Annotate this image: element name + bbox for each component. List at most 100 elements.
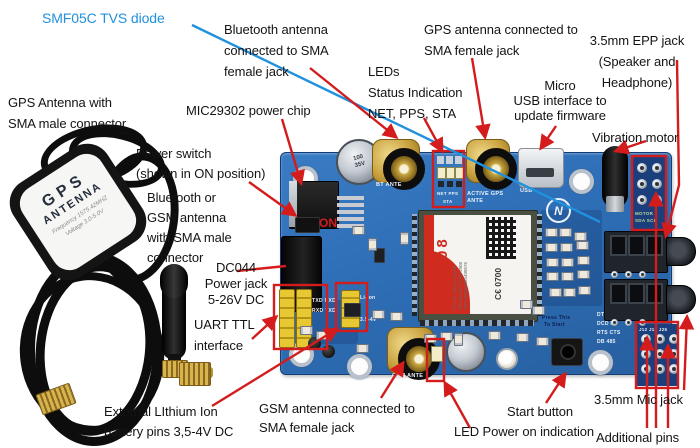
header-pin xyxy=(652,195,662,205)
start-button-knob xyxy=(560,344,576,360)
solder-pin xyxy=(625,271,632,278)
status-led xyxy=(446,167,455,179)
module-qr-code xyxy=(486,217,516,259)
label-gps-antenna: GPS Antenna with SMA male connector xyxy=(8,95,127,131)
bluetooth-sma-jack xyxy=(372,139,425,190)
silk-txd: TXD RXD xyxy=(312,298,337,304)
small-capacitor xyxy=(322,345,335,358)
label-additional-pins: Additional pins xyxy=(596,430,680,445)
smd-ic xyxy=(344,303,361,317)
smd-component xyxy=(368,238,377,251)
stub-antenna-tip xyxy=(160,264,188,298)
smd-component xyxy=(488,331,501,340)
header-pin xyxy=(655,334,665,344)
power-led xyxy=(431,346,443,362)
capacitor-value: 100 35V xyxy=(352,153,366,170)
silk-motor: MOTOR xyxy=(635,211,654,216)
smd-component xyxy=(577,256,590,265)
smd-component xyxy=(576,241,589,250)
solder-pin xyxy=(611,271,618,278)
silk-db485: DB 485 xyxy=(597,339,616,345)
silk-rts: RTS CTS xyxy=(597,330,621,336)
label-led-power: LED Power on indication xyxy=(454,424,595,439)
annotation-line-uart xyxy=(251,314,279,340)
label-power-switch: Power switch (shown in ON position) xyxy=(136,146,266,181)
sim808-label: SIM808 xyxy=(434,236,451,306)
header-pin xyxy=(655,349,665,359)
module-ce-mark: C€ 0700 xyxy=(493,267,503,300)
mic-jack-barrel xyxy=(666,285,696,314)
silk-jpins: J12 J13 J25 xyxy=(639,327,668,332)
silk-to-start: To Start xyxy=(544,322,565,328)
label-dc044: DC044 Power jack 5-26V DC xyxy=(204,260,268,307)
silk-bt-ante: BT ANTE xyxy=(376,182,402,188)
label-epp-jack: 3.5mm EPP jack (Speaker and Headphone) xyxy=(589,33,685,90)
silk-gps-ante: ACTIVE GPS ANTE xyxy=(467,191,504,204)
vibration-motor-cap xyxy=(606,196,624,212)
header-pin xyxy=(637,195,647,205)
label-mic-jack: 3.5mm Mic jack xyxy=(594,392,683,407)
smd-component xyxy=(440,332,453,341)
smd-component xyxy=(424,334,437,343)
label-gsm-conn: GSM antenna connected to SMA female jack xyxy=(259,401,415,435)
label-leds: LEDs Status Indication NET, PPS, STA xyxy=(368,64,463,121)
annotation-line-usb xyxy=(539,125,557,151)
led-pad xyxy=(446,156,453,164)
smd-component xyxy=(390,312,403,321)
label-uart: UART TTL interface xyxy=(194,317,255,353)
brand-logo-icon: N xyxy=(546,198,571,223)
jack-lug xyxy=(628,235,645,256)
chip-pin xyxy=(337,210,364,214)
smd-component xyxy=(559,228,572,237)
led-resistor xyxy=(447,181,453,187)
status-led xyxy=(437,167,446,179)
header-pin xyxy=(669,364,679,374)
smd-component xyxy=(561,258,574,267)
module-imei: IMEI 865063025408576 xyxy=(463,261,468,310)
uart-header xyxy=(279,289,295,348)
label-bt-gsm-antenna: Bluetooth or GSM antenna with SMA male c… xyxy=(147,190,232,265)
header-pin xyxy=(637,179,647,189)
header-pin xyxy=(641,349,651,359)
silk-gsm-ante: GSM ANTE xyxy=(392,373,424,379)
solder-pin xyxy=(639,319,646,326)
smd-component xyxy=(561,272,574,281)
mounting-hole xyxy=(347,354,372,379)
jack-lug xyxy=(610,235,627,256)
solder-pin xyxy=(639,271,646,278)
jack-lug xyxy=(646,283,663,304)
annotation-line-mic-jack xyxy=(678,313,695,391)
status-led xyxy=(455,167,464,179)
white-led xyxy=(496,348,518,370)
annotation-line-start-button xyxy=(544,371,567,404)
smd-component xyxy=(520,300,533,309)
silk-liion: Li-ion xyxy=(360,295,376,301)
smd-component xyxy=(454,333,463,346)
smd-component xyxy=(536,337,549,346)
header-pin xyxy=(641,334,651,344)
jack-lug xyxy=(646,235,663,256)
power-switch xyxy=(295,217,320,233)
smd-component xyxy=(352,226,365,235)
stub-sma-connector-horizontal xyxy=(179,362,211,386)
brand-logo-letter: N xyxy=(554,203,563,218)
led-pad xyxy=(437,156,444,164)
micro-usb-slot xyxy=(526,168,554,177)
module-castellation-left xyxy=(412,214,417,316)
epp-jack-barrel xyxy=(666,237,696,266)
label-mic-chip: MIC29302 power chip xyxy=(186,103,311,118)
header-pin xyxy=(669,334,679,344)
smd-component xyxy=(560,243,573,252)
label-bt-antenna: Bluetooth antenna connected to SMA femal… xyxy=(224,22,329,79)
module-castellation-right xyxy=(537,214,542,316)
smd-component xyxy=(546,258,559,267)
gps-sma-jack xyxy=(466,139,517,190)
smd-component xyxy=(532,306,545,315)
smd-component xyxy=(372,310,385,319)
header-pin xyxy=(637,163,647,173)
mounting-hole xyxy=(588,350,613,375)
smd-component xyxy=(577,270,590,279)
smd-component xyxy=(549,288,562,297)
sma-ring xyxy=(475,148,517,190)
